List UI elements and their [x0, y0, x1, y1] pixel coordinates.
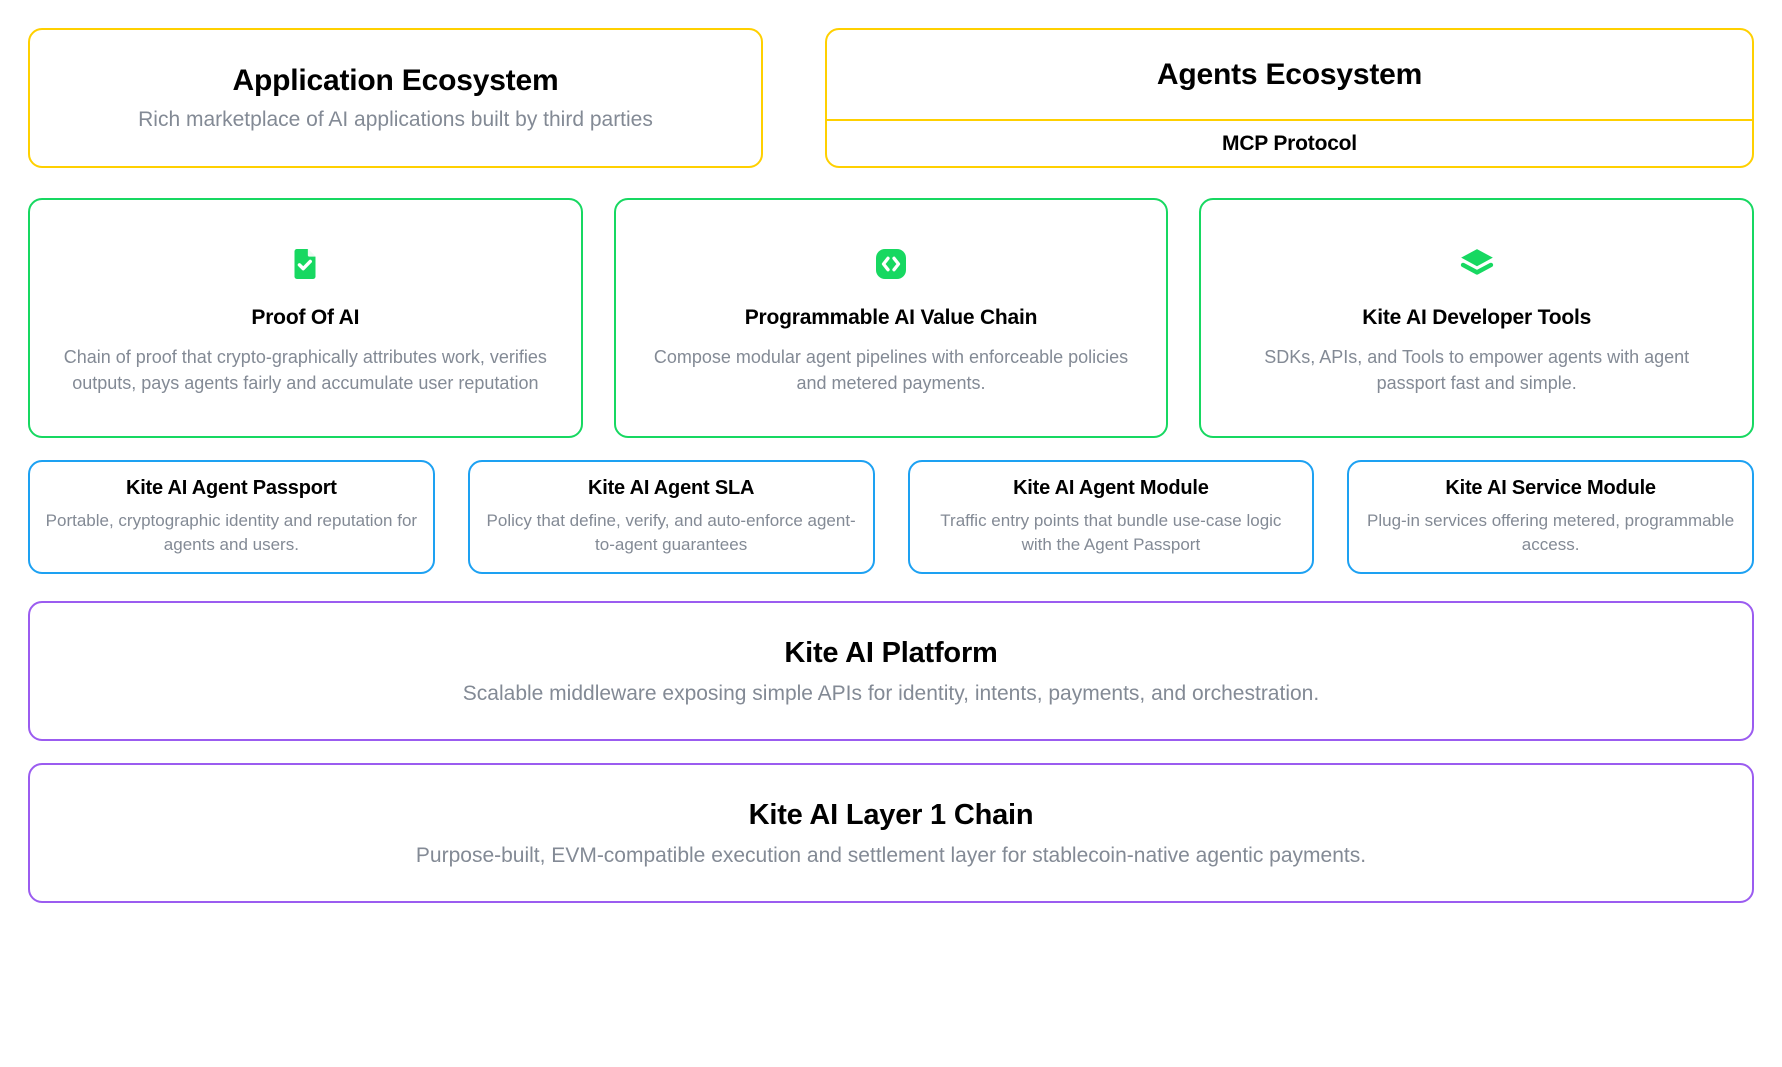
module-card-agent-module[interactable]: Kite AI Agent Module Traffic entry point…	[907, 460, 1315, 574]
module-description: Policy that define, verify, and auto-enf…	[486, 510, 856, 554]
pillar-description: SDKs, APIs, and Tools to empower agents …	[1264, 347, 1690, 394]
ecosystem-row: Application Ecosystem Rich marketplace o…	[28, 28, 1754, 168]
agents-ecosystem-header: Agents Ecosystem	[827, 30, 1752, 119]
module-card-agent-sla[interactable]: Kite AI Agent SLA Policy that define, ve…	[467, 460, 875, 574]
pillar-title: Proof Of AI	[251, 306, 360, 329]
agents-ecosystem-title: Agents Ecosystem	[1156, 57, 1423, 91]
pillar-card-programmable-value-chain[interactable]: Programmable AI Value Chain Compose modu…	[613, 198, 1169, 438]
document-check-icon	[285, 244, 325, 284]
layer1-chain-description: Purpose-built, EVM-compatible execution …	[415, 843, 1367, 867]
platform-title: Kite AI Platform	[784, 636, 998, 669]
pillar-description: Chain of proof that crypto-graphically a…	[63, 347, 547, 394]
pillar-card-proof-of-ai[interactable]: Proof Of AI Chain of proof that crypto-g…	[28, 198, 583, 438]
modules-row: Kite AI Agent Passport Portable, cryptog…	[28, 460, 1754, 574]
module-card-agent-passport[interactable]: Kite AI Agent Passport Portable, cryptog…	[28, 460, 435, 574]
pillar-title: Programmable AI Value Chain	[744, 306, 1038, 329]
layers-stack-icon	[1457, 244, 1497, 284]
module-title: Kite AI Agent SLA	[588, 476, 755, 499]
code-brackets-icon	[871, 244, 911, 284]
pillar-description: Compose modular agent pipelines with enf…	[653, 347, 1129, 394]
platform-description: Scalable middleware exposing simple APIs…	[462, 681, 1320, 705]
pillar-card-developer-tools[interactable]: Kite AI Developer Tools SDKs, APIs, and …	[1199, 198, 1755, 438]
mcp-protocol-section[interactable]: MCP Protocol	[827, 119, 1752, 166]
module-description: Plug-in services offering metered, progr…	[1367, 510, 1735, 554]
mcp-protocol-label: MCP Protocol	[1222, 131, 1357, 155]
module-title: Kite AI Service Module	[1445, 476, 1656, 499]
module-card-service-module[interactable]: Kite AI Service Module Plug-in services …	[1347, 460, 1754, 574]
application-ecosystem-card[interactable]: Application Ecosystem Rich marketplace o…	[28, 28, 763, 168]
pillar-title: Kite AI Developer Tools	[1362, 306, 1592, 329]
module-title: Kite AI Agent Module	[1013, 476, 1209, 499]
application-ecosystem-title: Application Ecosystem	[232, 64, 559, 97]
module-description: Portable, cryptographic identity and rep…	[45, 510, 418, 554]
platform-card[interactable]: Kite AI Platform Scalable middleware exp…	[28, 601, 1754, 741]
pillars-row: Proof Of AI Chain of proof that crypto-g…	[28, 198, 1755, 438]
layer1-chain-title: Kite AI Layer 1 Chain	[748, 798, 1034, 831]
module-title: Kite AI Agent Passport	[125, 476, 337, 499]
module-description: Traffic entry points that bundle use-cas…	[940, 510, 1282, 554]
agents-ecosystem-card[interactable]: Agents Ecosystem MCP Protocol	[825, 28, 1754, 168]
application-ecosystem-description: Rich marketplace of AI applications buil…	[138, 108, 653, 131]
layer1-chain-card[interactable]: Kite AI Layer 1 Chain Purpose-built, EVM…	[28, 763, 1754, 903]
